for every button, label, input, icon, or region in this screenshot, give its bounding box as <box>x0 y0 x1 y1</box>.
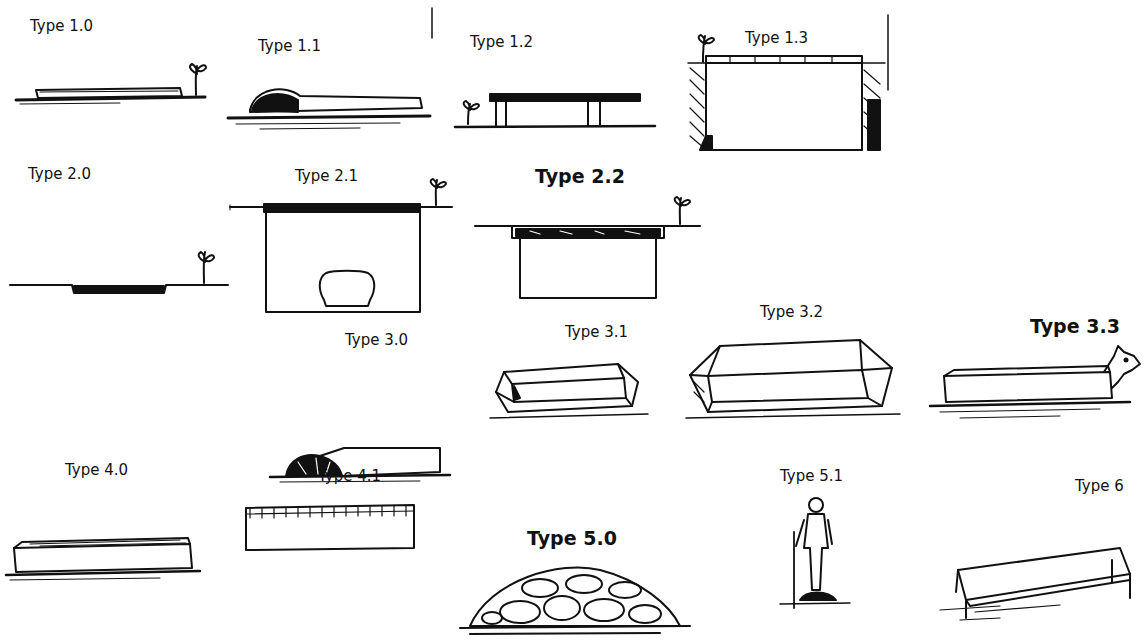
type-label: Type 2.2 <box>535 166 625 187</box>
type-label: Type 1.2 <box>470 34 533 51</box>
type-label: Type 2.0 <box>28 166 91 183</box>
type-label: Type 5.0 <box>527 528 617 549</box>
type-label: Type 5.1 <box>780 468 843 485</box>
type-label: Type 3.3 <box>1030 316 1120 337</box>
type-label: Type 3.1 <box>565 324 628 341</box>
type-label: Type 1.3 <box>745 30 808 47</box>
type-label: Type 1.0 <box>30 18 93 35</box>
type-label: Type 1.1 <box>258 38 321 55</box>
type-label: Type 3.2 <box>760 304 823 321</box>
type-label: Type 2.1 <box>295 168 358 185</box>
type-label: Type 6 <box>1075 478 1124 495</box>
type-label: Type 4.1 <box>318 468 381 485</box>
type-label: Type 3.0 <box>345 332 408 349</box>
type-label: Type 4.0 <box>65 462 128 479</box>
